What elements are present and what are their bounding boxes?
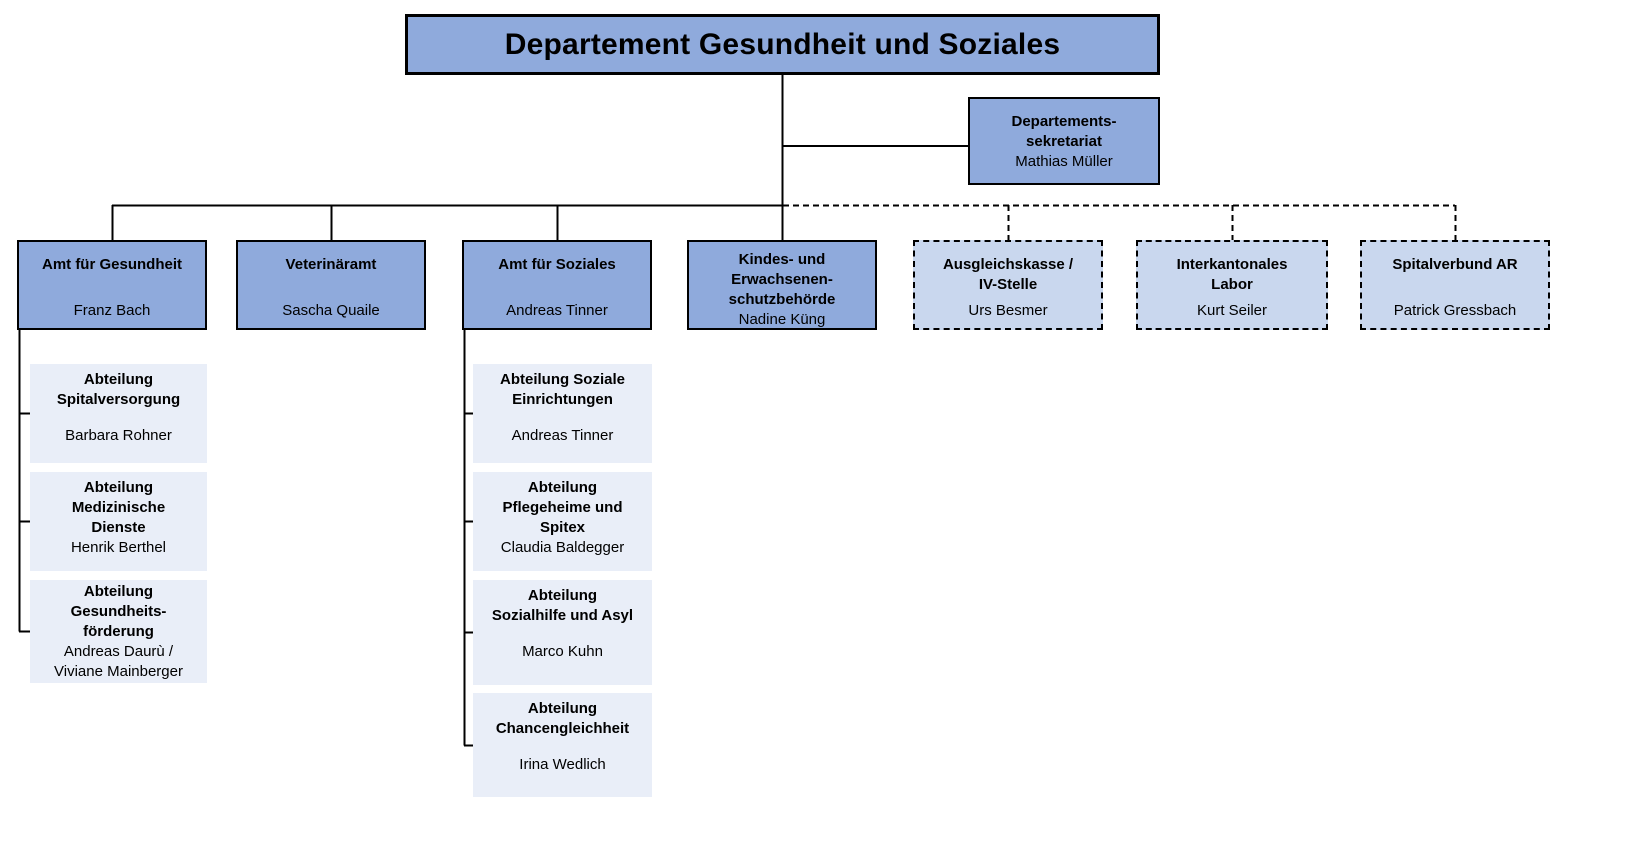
dept-box-soziale-einrichtungen: Abteilung Soziale Einrichtungen Andreas …	[473, 364, 652, 463]
office-name: Sascha Quaile	[282, 302, 380, 319]
office-title: Ausgleichskasse / IV-Stelle	[942, 256, 1074, 293]
office-box-kindes-erwachsenenschutzbehoerde: Kindes- und Erwachsenen- schutzbehörde N…	[687, 240, 877, 330]
dept-title: Abteilung Spitalversorgung	[56, 371, 181, 408]
dept-box-sozialhilfe-und-asyl: Abteilung Sozialhilfe und Asyl Marco Kuh…	[473, 580, 652, 685]
dept-box-pflegeheime-und-spitex: Abteilung Pflegeheime und Spitex Claudia…	[473, 472, 652, 571]
dept-name: Irina Wedlich	[519, 756, 606, 773]
office-box-amt-fuer-gesundheit: Amt für Gesundheit Franz Bach	[17, 240, 207, 330]
dept-name: Henrik Berthel	[70, 539, 167, 556]
secretariat-title: Departements- sekretariat	[1011, 113, 1117, 150]
dept-name: Barbara Rohner	[65, 427, 172, 444]
office-box-veterinaeramt: Veterinäramt Sascha Quaile	[236, 240, 426, 330]
office-name: Patrick Gressbach	[1393, 302, 1517, 319]
dept-name: Claudia Baldegger	[500, 539, 625, 556]
dept-box-chancengleichheit: Abteilung Chancengleichheit Irina Wedlic…	[473, 693, 652, 797]
office-title: Amt für Soziales	[498, 256, 616, 273]
office-title: Amt für Gesundheit	[41, 256, 182, 273]
dept-box-spitalversorgung: Abteilung Spitalversorgung Barbara Rohne…	[30, 364, 207, 463]
dept-name: Marco Kuhn	[522, 643, 603, 660]
dept-name: Andreas Daurù / Viviane Mainberger	[54, 643, 183, 680]
office-title: Kindes- und Erwachsenen- schutzbehörde	[728, 251, 836, 308]
dept-name: Andreas Tinner	[511, 427, 614, 444]
office-name: Andreas Tinner	[506, 302, 608, 319]
dept-title: Abteilung Pflegeheime und Spitex	[502, 479, 623, 536]
dept-title: Abteilung Chancengleichheit	[495, 700, 630, 737]
office-name: Nadine Küng	[738, 311, 826, 328]
department-title: Departement Gesundheit und Soziales	[504, 27, 1061, 61]
office-name: Kurt Seiler	[1196, 302, 1268, 319]
office-box-ausgleichskasse-iv-stelle: Ausgleichskasse / IV-Stelle Urs Besmer	[913, 240, 1103, 330]
department-root-box: Departement Gesundheit und Soziales	[405, 14, 1160, 75]
dept-box-gesundheitsfoerderung: Abteilung Gesundheits- förderung Andreas…	[30, 580, 207, 683]
office-title: Veterinäramt	[285, 256, 377, 273]
dept-box-medizinische-dienste: Abteilung Medizinische Dienste Henrik Be…	[30, 472, 207, 571]
dept-title: Abteilung Sozialhilfe und Asyl	[491, 587, 634, 624]
secretariat-box: Departements- sekretariat Mathias Müller	[968, 97, 1160, 185]
dept-title: Abteilung Soziale Einrichtungen	[499, 371, 625, 408]
office-title: Spitalverbund AR	[1392, 256, 1518, 273]
dept-title: Abteilung Medizinische Dienste	[71, 479, 166, 536]
office-title: Interkantonales Labor	[1176, 256, 1288, 293]
secretariat-name: Mathias Müller	[1015, 153, 1113, 170]
office-name: Urs Besmer	[968, 302, 1048, 319]
office-box-interkantonales-labor: Interkantonales Labor Kurt Seiler	[1136, 240, 1328, 330]
office-box-spitalverbund-ar: Spitalverbund AR Patrick Gressbach	[1360, 240, 1550, 330]
office-box-amt-fuer-soziales: Amt für Soziales Andreas Tinner	[462, 240, 652, 330]
dept-title: Abteilung Gesundheits- förderung	[70, 583, 167, 640]
office-name: Franz Bach	[73, 302, 151, 319]
